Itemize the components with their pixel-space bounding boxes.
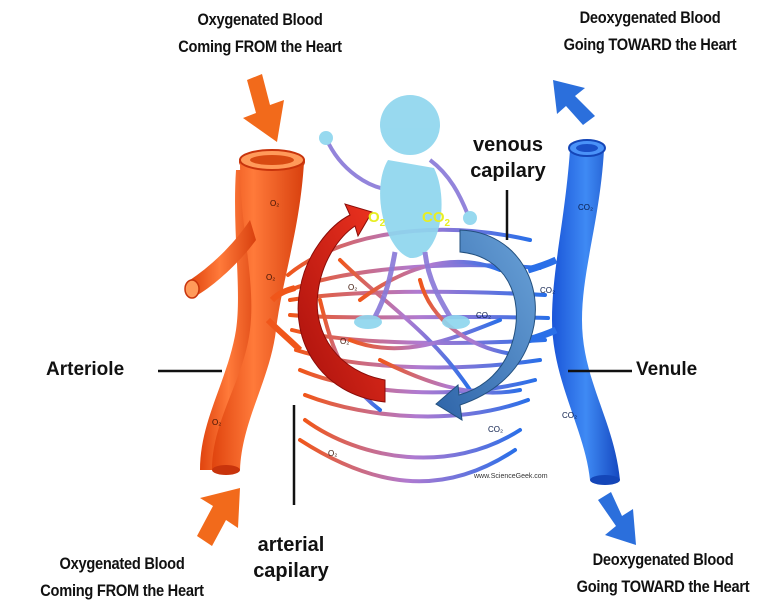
blue-arrow-top-right <box>553 80 595 125</box>
venule-vessel <box>528 140 620 485</box>
arterial-capillary-line-1: arterial <box>226 532 356 558</box>
top-right-label: Deoxygenated Blood Going TOWARD the Hear… <box>555 4 744 58</box>
top-left-label: Oxygenated Blood Coming FROM the Heart <box>174 6 346 60</box>
top-left-line-2: Coming FROM the Heart <box>174 33 346 60</box>
bottom-right-line-1: Deoxygenated Blood <box>564 546 762 573</box>
blue-arrow-bottom-right <box>598 492 636 545</box>
artery-o2-label-2: O₂ <box>266 273 275 282</box>
bottom-right-label: Deoxygenated Blood Going TOWARD the Hear… <box>564 546 762 600</box>
arterial-capillary-label: arterial capilary <box>226 532 356 584</box>
watermark: www.ScienceGeek.com <box>473 473 548 480</box>
artery-o2-label-3: O₂ <box>212 418 221 427</box>
top-right-line-1: Deoxygenated Blood <box>555 4 744 31</box>
top-right-line-2: Going TOWARD the Heart <box>555 31 744 58</box>
top-left-line-1: Oxygenated Blood <box>174 6 346 33</box>
vein-co2-label-2: CO₂ <box>540 286 555 295</box>
venous-capillary-line-2: capilary <box>448 158 568 184</box>
venous-capillary-line-1: venous <box>448 132 568 158</box>
arteriole-vessel <box>185 150 304 475</box>
cap-co2-label-2: CO₂ <box>488 425 503 434</box>
bottom-right-line-2: Going TOWARD the Heart <box>564 573 762 600</box>
bottom-left-line-1: Oxygenated Blood <box>27 550 216 577</box>
venous-capillary-label: venous capilary <box>448 132 568 184</box>
orange-arrow-top-left <box>243 74 284 142</box>
vein-co2-label-1: CO₂ <box>578 203 593 212</box>
cap-co2-label-1: CO₂ <box>476 311 491 320</box>
cap-o2-label-3: O₂ <box>328 449 337 458</box>
bottom-left-label: Oxygenated Blood Coming FROM the Heart <box>27 550 216 604</box>
vein-co2-label-3: CO₂ <box>562 411 577 420</box>
artery-o2-label-1: O₂ <box>270 199 279 208</box>
venule-label: Venule <box>636 359 697 381</box>
bottom-left-line-2: Coming FROM the Heart <box>27 577 216 604</box>
cap-o2-label-1: O₂ <box>348 283 357 292</box>
arterial-capillary-line-2: capilary <box>226 558 356 584</box>
arteriole-label: Arteriole <box>46 359 124 381</box>
cap-o2-label-2: O₂ <box>340 337 349 346</box>
